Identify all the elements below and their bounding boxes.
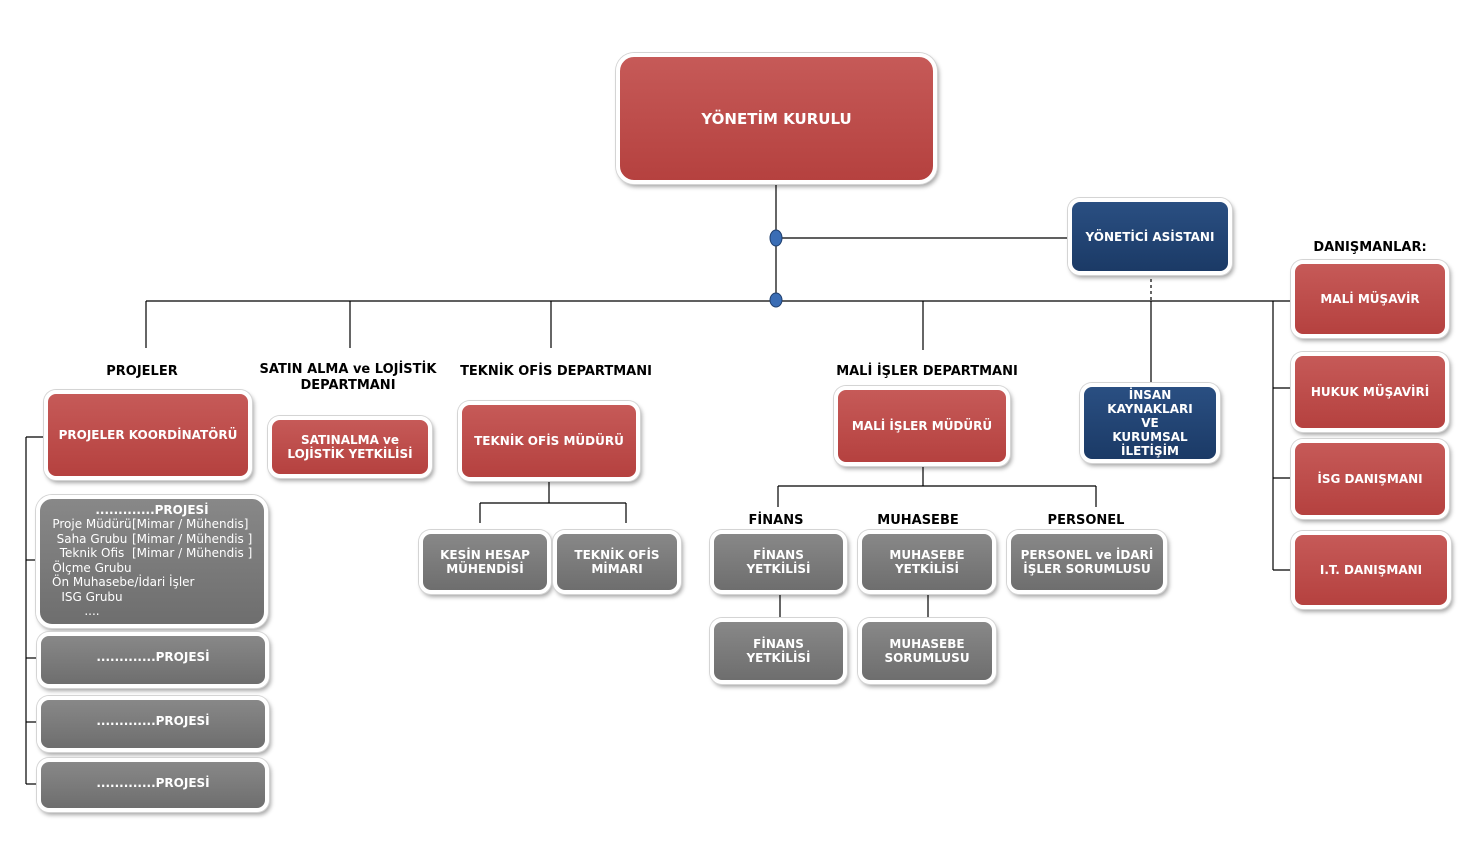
- project-card-title: .............PROJESİ: [95, 503, 209, 517]
- procurement-officer-box: SATINALMA ve LOJİSTİK YETKİLİSİ: [268, 416, 432, 478]
- finance-manager-box: MALİ İŞLER MÜDÜRÜ: [834, 386, 1010, 466]
- project-row-label: Ön Muhasebe/İdari İşler: [52, 575, 195, 589]
- technical-manager-box: TEKNİK OFİS MÜDÜRÜ: [458, 401, 640, 481]
- accounting-officer-box: MUHASEBE YETKİLİSİ: [858, 530, 996, 594]
- project-card-row: Teknik Ofis [Mimar / Mühendis ]: [52, 546, 253, 561]
- finans-officer-box: FİNANS YETKİLİSİ: [710, 530, 847, 594]
- assistant-box: YÖNETİCİ ASİSTANI: [1068, 198, 1232, 275]
- finans-officer-box-2: FİNANS YETKİLİSİ: [710, 618, 847, 684]
- projects-coordinator-box: PROJELER KOORDİNATÖRÜ: [44, 390, 252, 480]
- heading-procurement: SATIN ALMA ve LOJİSTİK DEPARTMANI: [259, 362, 437, 393]
- project-row-note: [Mimar / Mühendis ]: [132, 546, 253, 560]
- heading-consultants: DANIŞMANLAR:: [1313, 240, 1427, 255]
- project-card-row: ISG Grubu: [52, 590, 132, 605]
- consultant-box: I.T. DANIŞMANI: [1291, 531, 1451, 609]
- heading-personel: PERSONEL: [1047, 513, 1125, 528]
- heading-finance-dept: MALİ İŞLER DEPARTMANI: [836, 364, 1018, 379]
- project-row-note: [Mimar / Mühendis ]: [132, 531, 253, 546]
- project-box: .............PROJESİ: [37, 696, 269, 752]
- project-row-label: ISG Grubu: [61, 589, 123, 604]
- hr-box: İNSAN KAYNAKLARI VE KURUMSAL İLETİŞİM: [1080, 383, 1220, 463]
- technical-architect-box: TEKNİK OFİS MİMARI: [553, 530, 681, 594]
- project-box: .............PROJESİ: [37, 758, 269, 812]
- consultant-box: MALİ MÜŞAVİR: [1291, 260, 1449, 338]
- consultant-box: HUKUK MÜŞAVİRİ: [1291, 352, 1449, 432]
- project-card-row: Saha Grubu [Mimar / Mühendis ]: [52, 531, 253, 547]
- junction-node: [769, 292, 783, 308]
- project-row-label: Proje Müdürü: [52, 517, 132, 531]
- heading-finans: FİNANS: [748, 513, 804, 528]
- final-account-engineer-box: KESİN HESAP MÜHENDİSİ: [419, 530, 551, 594]
- project-row-label: ....: [84, 604, 100, 618]
- heading-muhasebe: MUHASEBE: [877, 513, 959, 528]
- consultant-box: İSG DANIŞMANI: [1291, 439, 1449, 519]
- project-box: .............PROJESİ: [37, 632, 269, 688]
- board-box: YÖNETİM KURULU: [616, 53, 937, 184]
- project-card: .............PROJESİ Proje Müdürü [Mimar…: [36, 495, 268, 628]
- junction-node: [769, 229, 783, 247]
- project-row-label: Ölçme Grubu: [52, 560, 132, 575]
- accounting-responsible-box: MUHASEBE SORUMLUSU: [858, 618, 996, 684]
- project-card-row: Ölçme Grubu: [52, 561, 132, 576]
- heading-projects: PROJELER: [106, 364, 178, 379]
- personnel-box: PERSONEL ve İDARİ İŞLER SORUMLUSU: [1007, 530, 1167, 594]
- heading-technical: TEKNİK OFİS DEPARTMANI: [460, 364, 652, 379]
- project-card-row: Ön Muhasebe/İdari İşler: [52, 575, 195, 590]
- project-card-row: Proje Müdürü [Mimar / Mühendis]: [52, 517, 248, 532]
- project-row-note: [Mimar / Mühendis]: [132, 517, 249, 531]
- project-row-label: Saha Grubu: [56, 531, 128, 546]
- project-card-row: ....: [52, 604, 132, 619]
- project-row-label: Teknik Ofis: [59, 546, 125, 560]
